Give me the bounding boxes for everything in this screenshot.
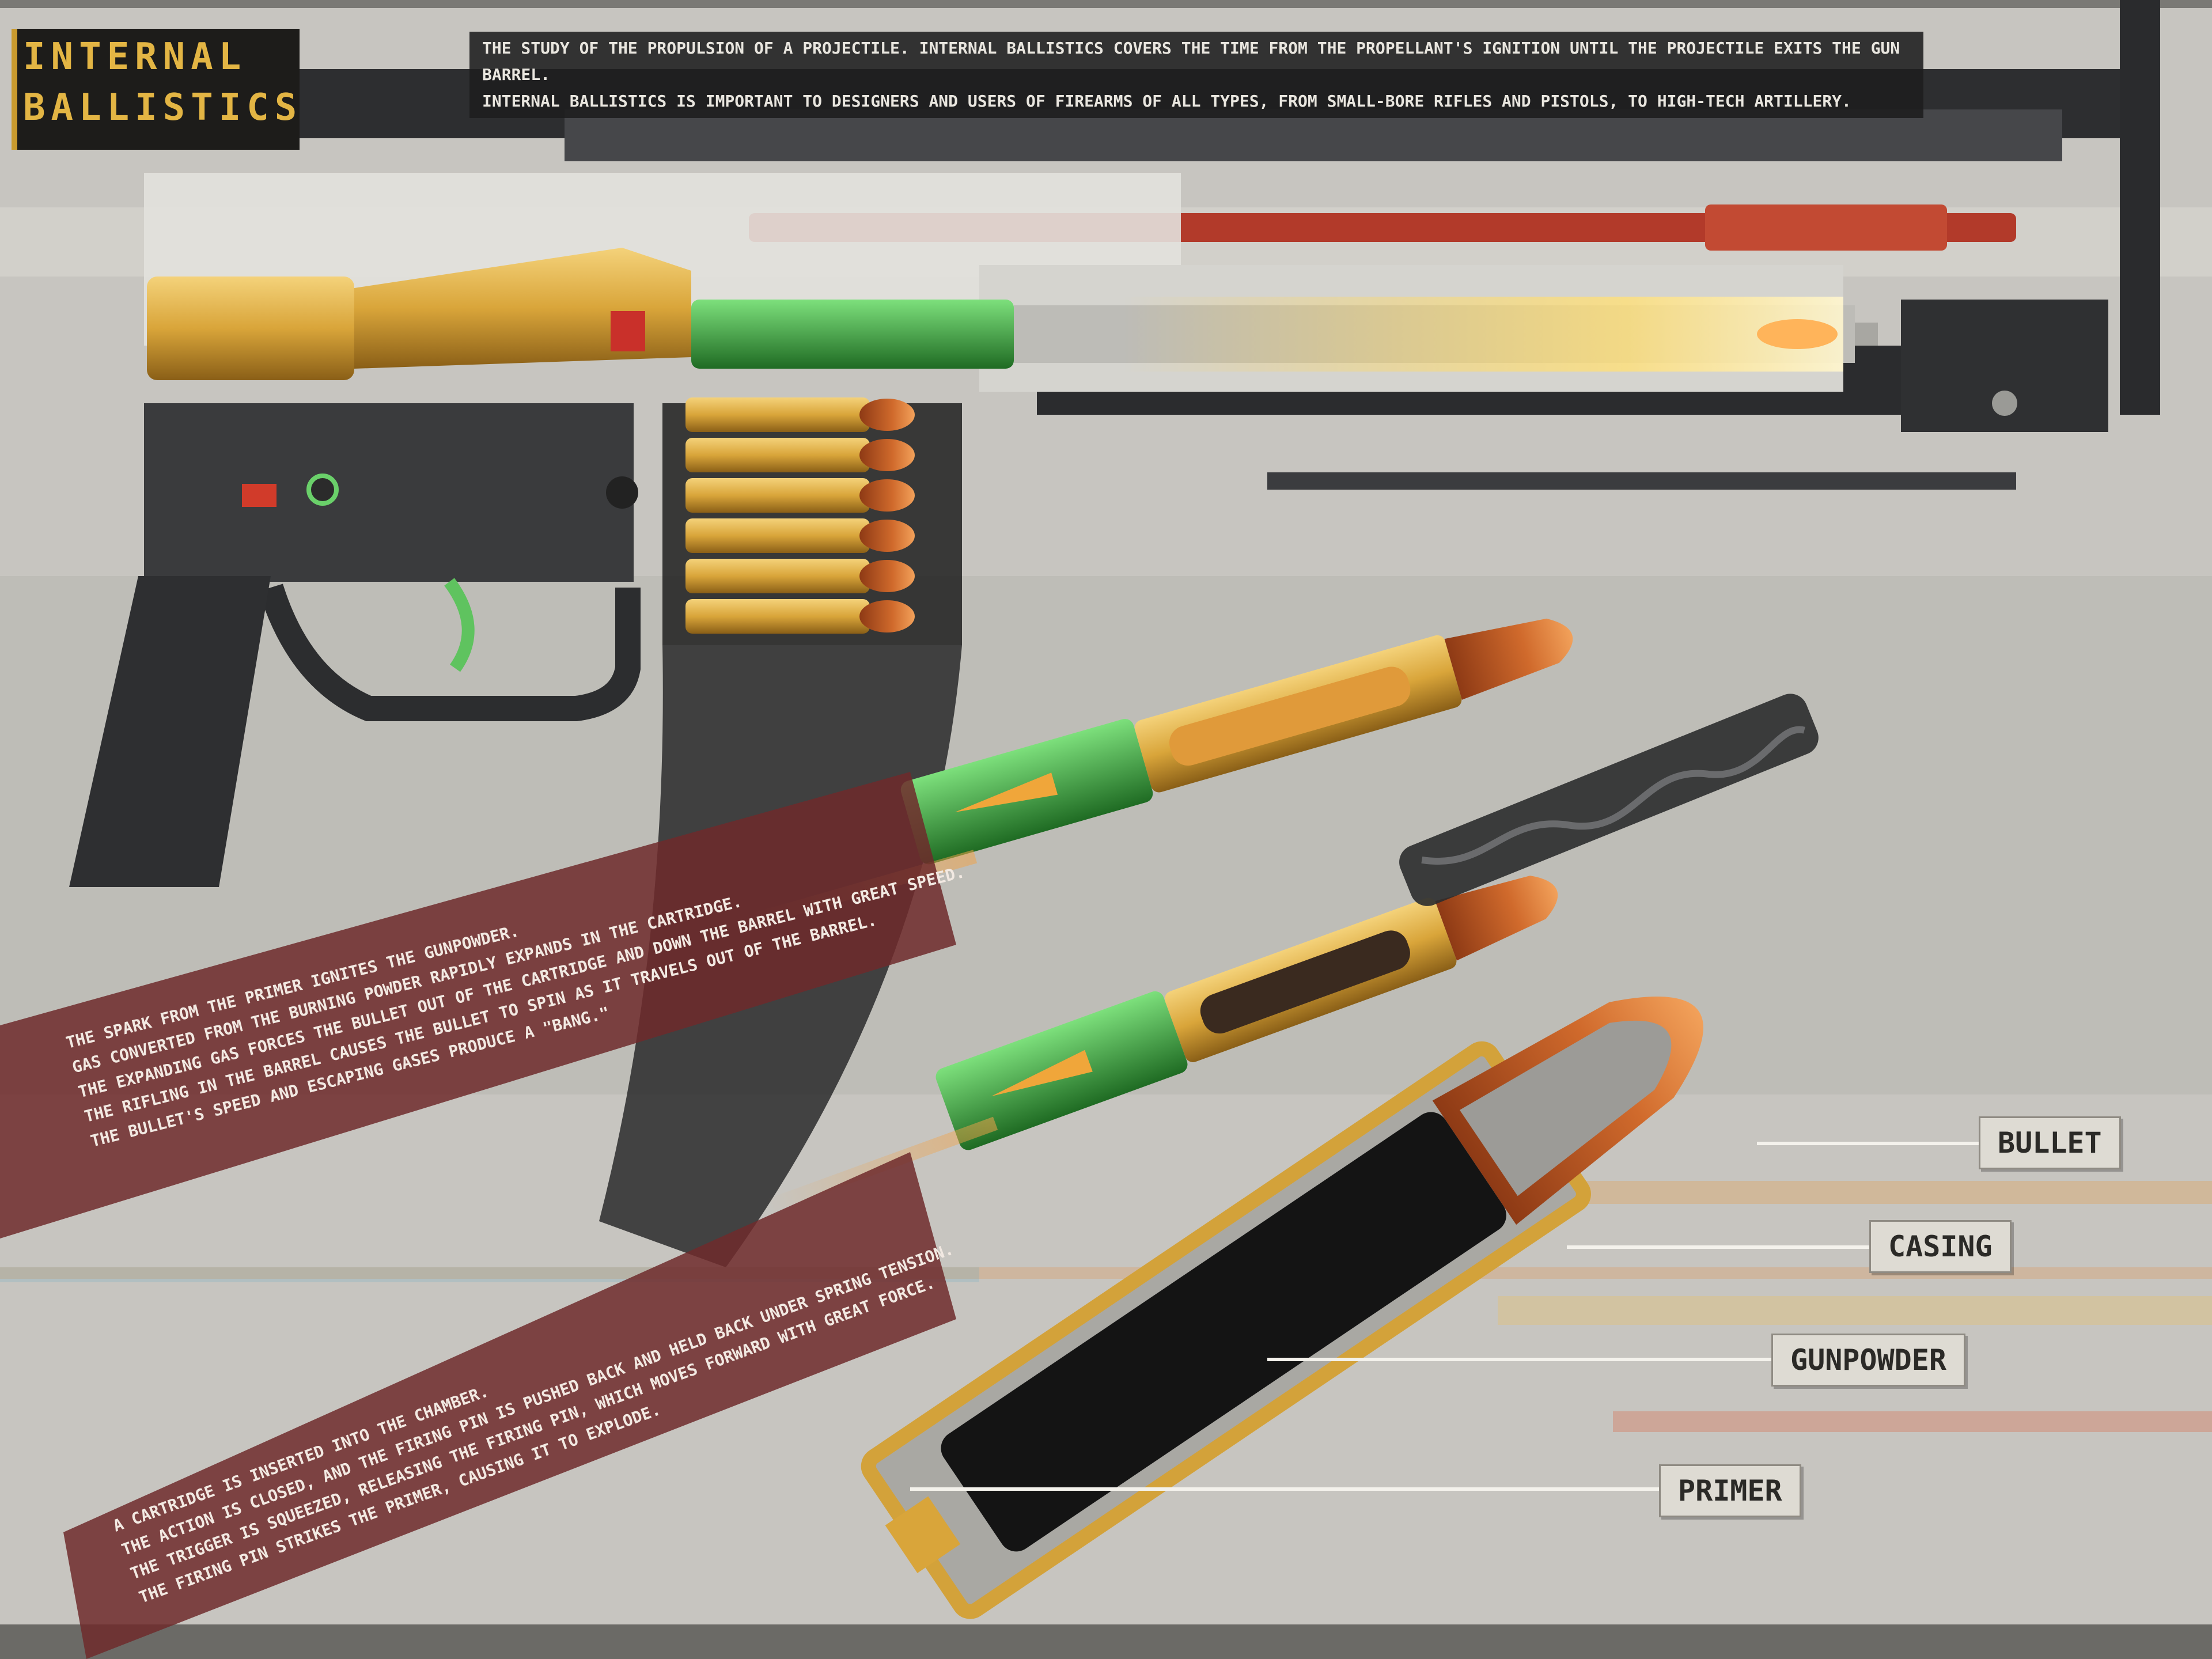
text-band-lower xyxy=(63,1152,956,1659)
trigger xyxy=(444,578,475,672)
firing-cartridge-upper xyxy=(900,618,1573,865)
lower-receiver xyxy=(144,403,638,582)
bolt-carrier xyxy=(147,276,354,380)
label-bullet: BULLET xyxy=(1979,1116,2121,1169)
trigger-guard xyxy=(259,584,641,721)
cartridge-cutaway-diagram xyxy=(861,996,1703,1619)
text-band-upper xyxy=(0,772,956,1238)
firing-cartridge-lower xyxy=(935,876,1558,1150)
title-plate xyxy=(12,29,300,150)
primer-shape xyxy=(885,1496,961,1573)
fired-bullet xyxy=(1757,319,1838,349)
intro-line-2: INTERNAL BALLISTICS IS IMPORTANT TO DESI… xyxy=(482,92,1851,111)
intro-text: THE STUDY OF THE PROPULSION OF A PROJECT… xyxy=(469,32,1923,118)
rifled-barrel-segment xyxy=(1399,694,1819,906)
intro-line-1: THE STUDY OF THE PROPULSION OF A PROJECT… xyxy=(482,39,1900,84)
magazine-cartridges xyxy=(685,397,915,634)
label-primer: PRIMER xyxy=(1659,1464,1801,1517)
title-line-2: BALLISTICS xyxy=(23,86,303,129)
gunpowder-shape xyxy=(941,1112,1506,1552)
label-casing: CASING xyxy=(1869,1220,2012,1273)
label-leader-lines xyxy=(910,1142,1979,1491)
label-gunpowder: GUNPOWDER xyxy=(1771,1334,1965,1387)
chamber xyxy=(691,300,1014,369)
title-line-1: INTERNAL xyxy=(23,36,247,78)
pistol-grip xyxy=(69,576,271,887)
